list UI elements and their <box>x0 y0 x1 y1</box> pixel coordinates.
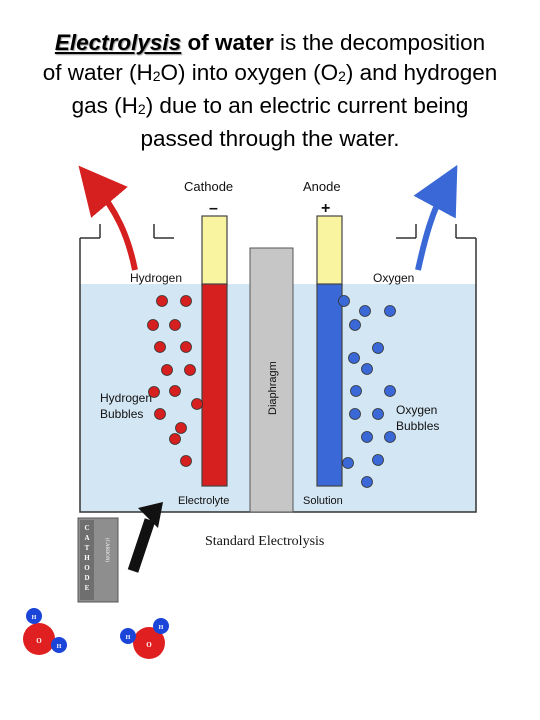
oxygen-atom-label: O <box>36 637 42 645</box>
hydrogen-atom-icon <box>51 637 67 653</box>
hydrogen-atom-icon <box>26 608 42 624</box>
oxygen-bubble <box>349 319 361 331</box>
heading-line2-b: O) into oxygen (O <box>160 60 339 85</box>
anode-sign: + <box>321 200 330 217</box>
heading-line2-sub1: 2 <box>152 68 161 84</box>
diaphragm-label: Diaphragm <box>267 361 279 415</box>
hydrogen-bubble <box>154 341 166 353</box>
cathode-inset-letter: O <box>84 564 90 572</box>
hydrogen-bubbles-label-1: Hydrogen <box>100 391 152 405</box>
cathode-inset-letter: H <box>84 554 90 562</box>
hydrogen-bubble <box>169 385 181 397</box>
cathode-inset-letter: E <box>85 584 90 592</box>
oxygen-bubble <box>349 408 361 420</box>
oxygen-atom-label: O <box>146 641 152 649</box>
heading-line3-sub: 2 <box>137 101 146 117</box>
oxygen-bubble <box>372 408 384 420</box>
hydrogen-bubble <box>184 364 196 376</box>
hydrogen-bubble <box>147 319 159 331</box>
hydrogen-bubble <box>169 433 181 445</box>
oxygen-bubble <box>342 457 354 469</box>
oxygen-bubble <box>384 431 396 443</box>
hydrogen-atom-label: H <box>32 615 37 621</box>
oxygen-bubble <box>359 305 371 317</box>
heading-line-4: passed through the water. <box>140 126 400 151</box>
heading-line2-sub2: 2 <box>338 68 346 84</box>
anode-electrode <box>316 283 343 487</box>
pointer-arrow-icon <box>138 502 163 528</box>
heading-line2-a: of water (H <box>42 60 153 85</box>
cathode-inset-letter: A <box>84 534 89 542</box>
oxygen-bubble <box>350 385 362 397</box>
oxygen-bubble <box>361 431 373 443</box>
oxygen-bubbles-label-1: Oxygen <box>396 403 437 417</box>
hydrogen-bubble <box>180 341 192 353</box>
oxygen-label: Oxygen <box>373 271 414 285</box>
hydrogen-atom-label: H <box>126 635 131 641</box>
water-molecule-1: O H H <box>23 608 67 655</box>
carbon-label: (CARBON) <box>104 538 109 563</box>
diagram-caption: Standard Electrolysis <box>205 534 324 549</box>
hydrogen-atom-icon <box>153 618 169 634</box>
water-molecule-2: O H H <box>120 618 169 659</box>
electrolyte-label: Electrolyte <box>178 495 229 507</box>
cathode-electrode <box>201 283 228 487</box>
heading-line-1: Electrolysis of water is the decompositi… <box>0 28 540 58</box>
oxygen-bubble <box>384 385 396 397</box>
oxygen-arrow-icon <box>413 164 458 271</box>
oxygen-bubble <box>372 454 384 466</box>
hydrogen-atom-label: H <box>159 625 164 631</box>
hydrogen-label: Hydrogen <box>130 271 182 285</box>
heading-line2-c: ) and hydrogen <box>345 60 498 85</box>
hydrogen-bubble <box>175 422 187 434</box>
hydrogen-bubble <box>191 398 203 410</box>
hydrogen-bubble <box>169 319 181 331</box>
hydrogen-bubbles <box>147 295 203 467</box>
oxygen-bubble <box>361 476 373 488</box>
oxygen-bubble <box>384 305 396 317</box>
heading-line-3: gas (H2) due to an electric current bein… <box>0 91 540 124</box>
cathode-inset-letter: C <box>84 524 89 532</box>
solution-label: Solution <box>303 495 343 507</box>
oxygen-bubble <box>372 342 384 354</box>
heading-line-2: of water (H2O) into oxygen (O2) and hydr… <box>0 58 540 91</box>
cathode-inset-letter: D <box>84 574 89 582</box>
oxygen-bubble <box>348 352 360 364</box>
hydrogen-bubble <box>156 295 168 307</box>
heading-line3-a: gas (H <box>71 93 138 118</box>
cathode-inset-letter: T <box>85 544 90 552</box>
hydrogen-atom-label: H <box>57 644 62 650</box>
heading-line1-rest: is the decomposition <box>280 30 486 55</box>
cathode-sign: – <box>209 200 218 217</box>
pointer-arrow-shaft <box>127 518 156 573</box>
heading-text: Electrolysis of water is the decompositi… <box>0 28 540 154</box>
cathode-electrode-top <box>201 215 228 287</box>
heading-title: Electrolysis <box>54 30 182 55</box>
anode-label: Anode <box>303 179 341 194</box>
diaphragm <box>249 247 294 513</box>
oxygen-atom-icon <box>133 627 165 659</box>
hydrogen-bubble <box>148 386 160 398</box>
anode-electrode-top <box>316 215 343 287</box>
hydrogen-bubble <box>180 295 192 307</box>
hydrogen-bubble <box>180 455 192 467</box>
hydrogen-arrow-icon <box>78 165 138 271</box>
oxygen-bubble <box>361 363 373 375</box>
oxygen-bubble <box>338 295 350 307</box>
hydrogen-bubble <box>154 408 166 420</box>
heading-bold-rest: of water <box>187 30 274 55</box>
hydrogen-bubble <box>161 364 173 376</box>
cathode-label: Cathode <box>184 179 233 194</box>
oxygen-atom-icon <box>23 623 55 655</box>
cathode-rod-photo <box>80 520 94 600</box>
heading-line3-b: ) due to an electric current being <box>145 93 469 118</box>
hydrogen-atom-icon <box>120 628 136 644</box>
oxygen-bubbles-label-2: Bubbles <box>396 419 439 433</box>
oxygen-bubbles <box>338 295 396 488</box>
hydrogen-bubbles-label-2: Bubbles <box>100 407 143 421</box>
